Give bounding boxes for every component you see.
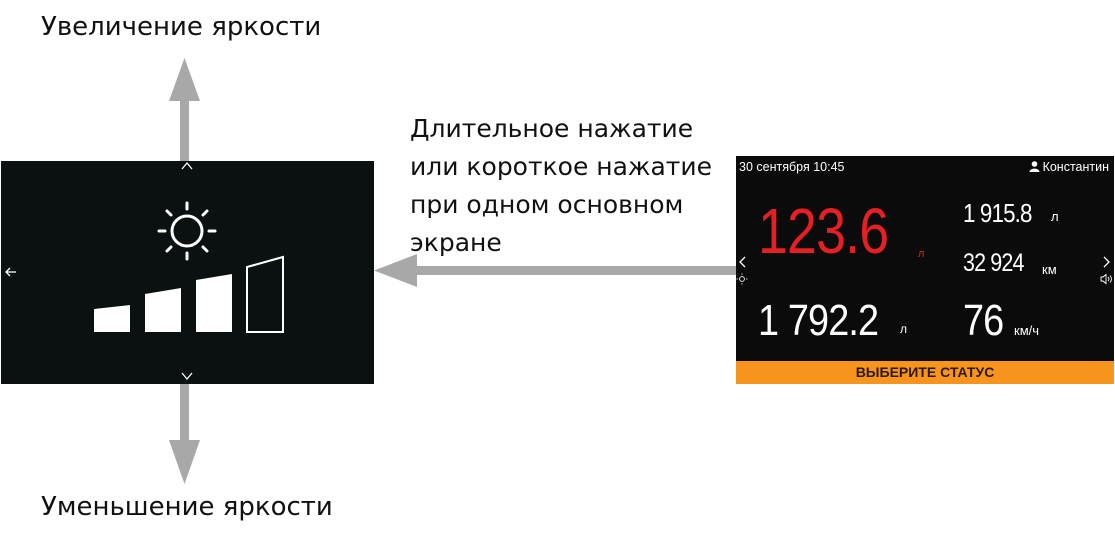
down-arrow-shaft bbox=[180, 384, 189, 444]
up-arrow-shaft bbox=[180, 96, 189, 162]
action-caption: Длительное нажатие или короткое нажатие … bbox=[410, 110, 712, 262]
user-label: Константин bbox=[1029, 160, 1109, 174]
left-arrow-head bbox=[374, 254, 417, 287]
brightness-screen-graphics bbox=[5, 161, 284, 381]
fuel-value: 123.6 bbox=[758, 195, 889, 267]
user-name: Константин bbox=[1042, 160, 1109, 174]
brightness-bar bbox=[196, 274, 232, 332]
date-time: 30 сентября 10:45 bbox=[739, 160, 845, 174]
left-arrow-shaft bbox=[412, 266, 736, 275]
chevron-right-icon bbox=[1103, 256, 1110, 268]
brightness-bar bbox=[246, 255, 284, 333]
chevron-left-icon bbox=[739, 256, 746, 268]
brightness-screen bbox=[1, 161, 374, 384]
arrow-left-icon bbox=[5, 267, 16, 277]
main-screen: 30 сентября 10:45 Константин 123.6 л 1 9… bbox=[736, 156, 1114, 384]
main-screen-icons bbox=[736, 256, 1112, 285]
brightness-bar bbox=[94, 305, 130, 332]
total-fuel-value: 1 792.2 bbox=[758, 296, 879, 345]
action-caption-line: или короткое нажатие bbox=[410, 152, 712, 181]
fuel-unit: л bbox=[918, 248, 925, 260]
status-button[interactable]: ВЫБЕРИТЕ СТАТУС bbox=[736, 361, 1114, 384]
chevron-up-icon bbox=[181, 161, 193, 170]
down-arrow-head bbox=[169, 440, 200, 484]
total-fuel-unit: л bbox=[900, 322, 908, 336]
sun-icon bbox=[157, 201, 217, 261]
odometer-unit: км bbox=[1042, 262, 1057, 277]
user-icon bbox=[1029, 161, 1040, 172]
tank-value: 1 915.8 bbox=[963, 198, 1032, 228]
chevron-down-icon bbox=[181, 372, 193, 381]
action-caption-line: при одном основном bbox=[410, 190, 684, 219]
decrease-brightness-caption: Уменьшение яркости bbox=[41, 492, 333, 522]
increase-brightness-caption: Увеличение яркости bbox=[41, 12, 322, 42]
speed-value: 76 bbox=[963, 296, 1004, 345]
tank-unit: л bbox=[1051, 209, 1059, 224]
action-caption-line: экране bbox=[410, 228, 502, 257]
odometer-value: 32 924 bbox=[963, 249, 1024, 277]
up-arrow-head bbox=[169, 58, 200, 101]
brightness-bar bbox=[145, 288, 181, 332]
brightness-level-bars bbox=[94, 255, 284, 333]
speed-unit: км/ч bbox=[1014, 323, 1040, 338]
small-sun-icon bbox=[736, 273, 748, 285]
speaker-icon bbox=[1100, 273, 1112, 285]
action-caption-line: Длительное нажатие bbox=[410, 114, 694, 143]
